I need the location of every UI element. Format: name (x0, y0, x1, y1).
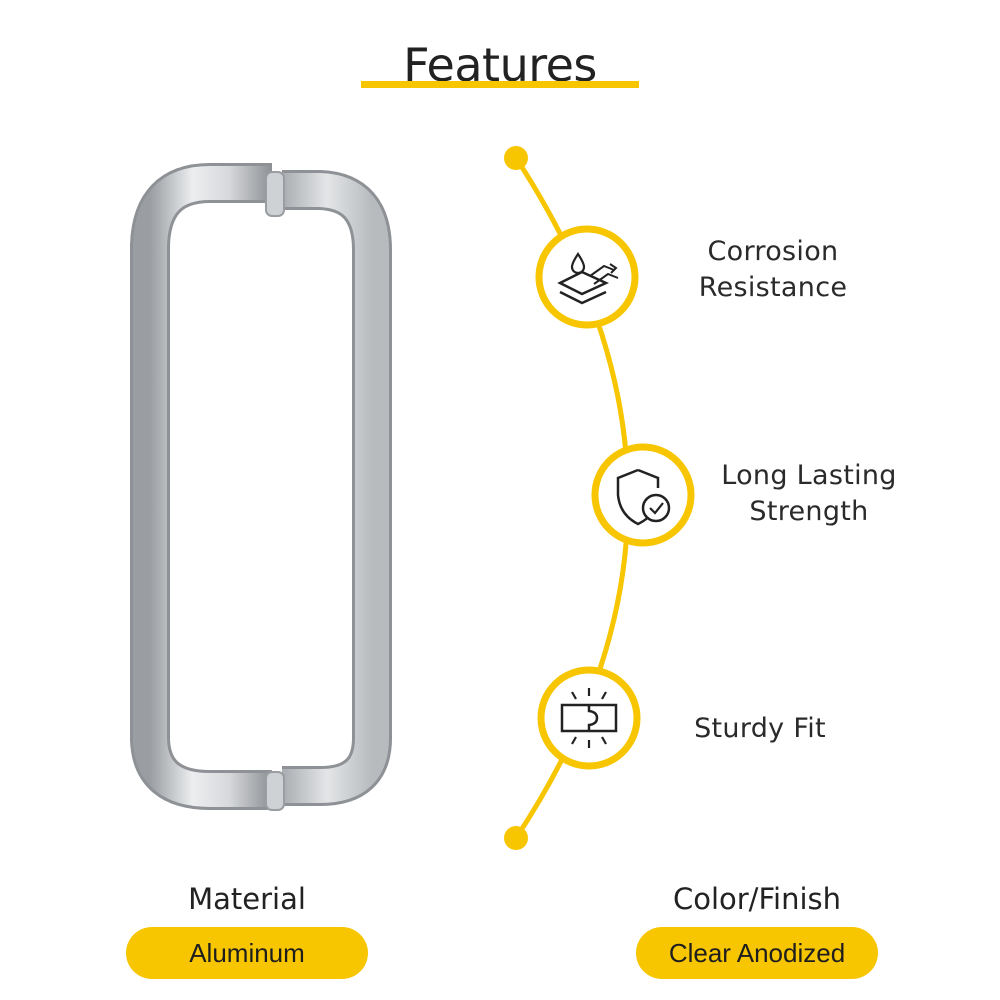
material-value-badge: Aluminum (126, 927, 368, 979)
feature-label-corrosion: Corrosion Resistance (660, 234, 886, 306)
title-underline (361, 81, 639, 88)
feature-label-sturdy-fit: Sturdy Fit (660, 711, 860, 747)
feature-line: Strength (749, 496, 869, 527)
material-label: Material (188, 882, 306, 916)
timeline-end-dot (504, 826, 528, 850)
finish-label: Color/Finish (672, 882, 842, 916)
shield-clock-icon (591, 443, 695, 547)
finish-value-badge: Clear Anodized (636, 927, 878, 979)
water-resistant-layers-icon (535, 225, 639, 329)
feature-line: Long Lasting (721, 460, 897, 491)
feature-line: Sturdy Fit (694, 713, 826, 744)
feature-line: Resistance (698, 272, 848, 303)
feature-label-strength: Long Lasting Strength (696, 458, 922, 530)
feature-line: Corrosion (707, 236, 839, 267)
timeline-start-dot (504, 146, 528, 170)
puzzle-fit-icon (537, 666, 641, 770)
door-handle-image (130, 163, 392, 811)
